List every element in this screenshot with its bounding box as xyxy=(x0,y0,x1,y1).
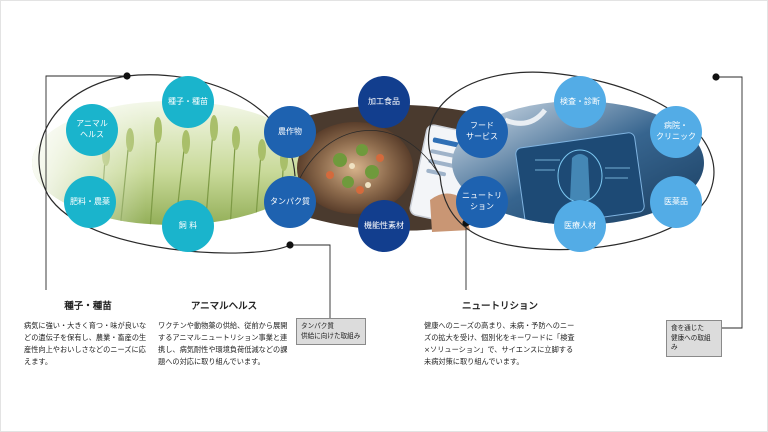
block-seeds-body: 病気に強い・大きく育つ・味が良いなどの遺伝子を保有し、農業・畜産の生産性向上やお… xyxy=(24,321,147,366)
leader-dot-health xyxy=(712,73,720,81)
circle-testing: 検査・診断 xyxy=(554,76,606,128)
circle-medical-staff: 医療人材 xyxy=(554,200,606,252)
tag-protein: タンパク質 供給に向けた取組み xyxy=(296,318,366,346)
block-animal-health-title: アニマルヘルス xyxy=(190,301,258,312)
block-seeds-title: 種子・種苗 xyxy=(64,301,112,312)
circle-crops: 農作物 xyxy=(264,106,316,158)
circle-food-service: フード サービス xyxy=(456,106,508,158)
circle-protein: タンパク質 xyxy=(264,176,316,228)
circle-animal-health: アニマル ヘルス xyxy=(66,104,118,156)
leader-dot-protein xyxy=(286,241,294,249)
circle-fertilizer: 肥料・農薬 xyxy=(64,176,116,228)
leader-dot-seeds xyxy=(123,72,131,80)
circle-hospital: 病院・ クリニック xyxy=(650,106,702,158)
block-seeds: 種子・種苗 病気に強い・大きく育つ・味が良いなどの遺伝子を保有し、農業・畜産の生… xyxy=(24,298,152,368)
block-nutrition-title: ニュートリション xyxy=(461,301,538,312)
block-nutrition-body: 健康へのニーズの高まり、未病・予防へのニーズの拡大を受け、個別化をキーワードに「… xyxy=(424,321,575,366)
circle-pharma: 医薬品 xyxy=(650,176,702,228)
tag-health: 食を通じた 健康への取組み xyxy=(666,320,722,357)
circle-functional-material: 機能性素材 xyxy=(358,200,410,252)
block-animal-health: アニマルヘルス ワクチンや動物薬の供給、従前から展開するアニマルニュートリション… xyxy=(158,298,290,368)
circle-processed-food: 加工食品 xyxy=(358,76,410,128)
circle-nutrition: ニュートリ ション xyxy=(456,176,508,228)
circle-feed: 飼 料 xyxy=(162,200,214,252)
block-nutrition: ニュートリション 健康へのニーズの高まり、未病・予防へのニーズの拡大を受け、個別… xyxy=(424,298,576,368)
block-animal-health-body: ワクチンや動物薬の供給、従前から展開するアニマルニュートリション事業と連携し、病… xyxy=(158,321,288,366)
leader-dots xyxy=(123,72,720,249)
leader-lines xyxy=(45,75,743,329)
circle-seeds: 種子・種苗 xyxy=(162,76,214,128)
